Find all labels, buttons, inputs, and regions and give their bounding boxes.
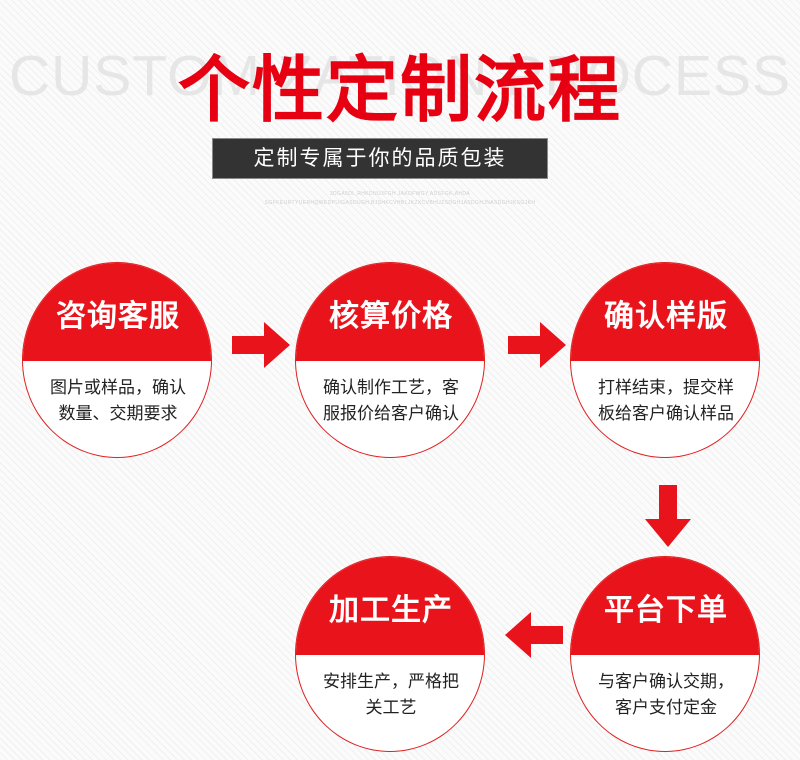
flow-step-platform-order: 平台下单 与客户确认交期，客户支付定金 [570, 556, 760, 752]
decorative-micro-text-line-2: SGFKEURTYUERHQWEDPUIGASDUGH,BJSHKCVHBLJK… [264, 200, 536, 206]
flow-step-production: 加工生产 安排生产，严格把关工艺 [295, 556, 485, 752]
flow-step-title: 咨询客服 [56, 300, 180, 333]
arrow-left-icon [505, 612, 563, 658]
flow-step-header: 确认样版 [571, 263, 759, 361]
page-title: 个性定制流程 [177, 51, 622, 131]
arrow-down-icon [645, 485, 691, 547]
subtitle-text: 定制专属于你的品质包装 [253, 147, 507, 170]
flow-step-description: 与客户确认交期，客户支付定金 [598, 672, 734, 718]
flow-step-body: 图片或样品，确认数量、交期要求 [23, 361, 211, 457]
flow-step-calculate-price: 核算价格 确认制作工艺，客服报价给客户确认 [295, 262, 485, 458]
flow-step-header: 核算价格 [296, 263, 484, 361]
header-section: CUSTOMIZATION PROCESS 个性定制流程 定制专属于你的品质包装… [0, 0, 800, 230]
flow-step-description: 确认制作工艺，客服报价给客户确认 [323, 378, 459, 424]
arrow-right-icon [232, 322, 290, 368]
flow-step-title: 核算价格 [329, 300, 453, 333]
flow-step-header: 加工生产 [296, 557, 484, 655]
arrow-right-icon [508, 322, 566, 368]
ghost-background-title: CUSTOMIZATION PROCESS [8, 44, 792, 108]
flow-step-description: 打样结束，提交样板给客户确认样品 [598, 378, 734, 424]
flow-step-body: 确认制作工艺，客服报价给客户确认 [296, 361, 484, 457]
flow-step-consult-service: 咨询客服 图片或样品，确认数量、交期要求 [22, 262, 212, 458]
flow-step-description: 安排生产，严格把关工艺 [323, 672, 459, 718]
flow-step-header: 平台下单 [571, 557, 759, 655]
flow-step-title: 加工生产 [329, 594, 453, 627]
flow-step-header: 咨询客服 [23, 263, 211, 361]
decorative-micro-text-line-1: 3DGA5DL,RHKDNU3FGH JAKDFWGY,ADSFGK,AHDA [329, 191, 471, 197]
flow-step-description: 图片或样品，确认数量、交期要求 [50, 378, 186, 424]
flow-step-body: 安排生产，严格把关工艺 [296, 655, 484, 751]
subtitle-banner: 定制专属于你的品质包装 [212, 138, 548, 179]
flow-step-title: 确认样版 [604, 300, 728, 333]
flow-step-title: 平台下单 [604, 594, 728, 627]
flow-step-body: 与客户确认交期，客户支付定金 [571, 655, 759, 751]
flow-step-body: 打样结束，提交样板给客户确认样品 [571, 361, 759, 457]
flow-step-confirm-sample: 确认样版 打样结束，提交样板给客户确认样品 [570, 262, 760, 458]
